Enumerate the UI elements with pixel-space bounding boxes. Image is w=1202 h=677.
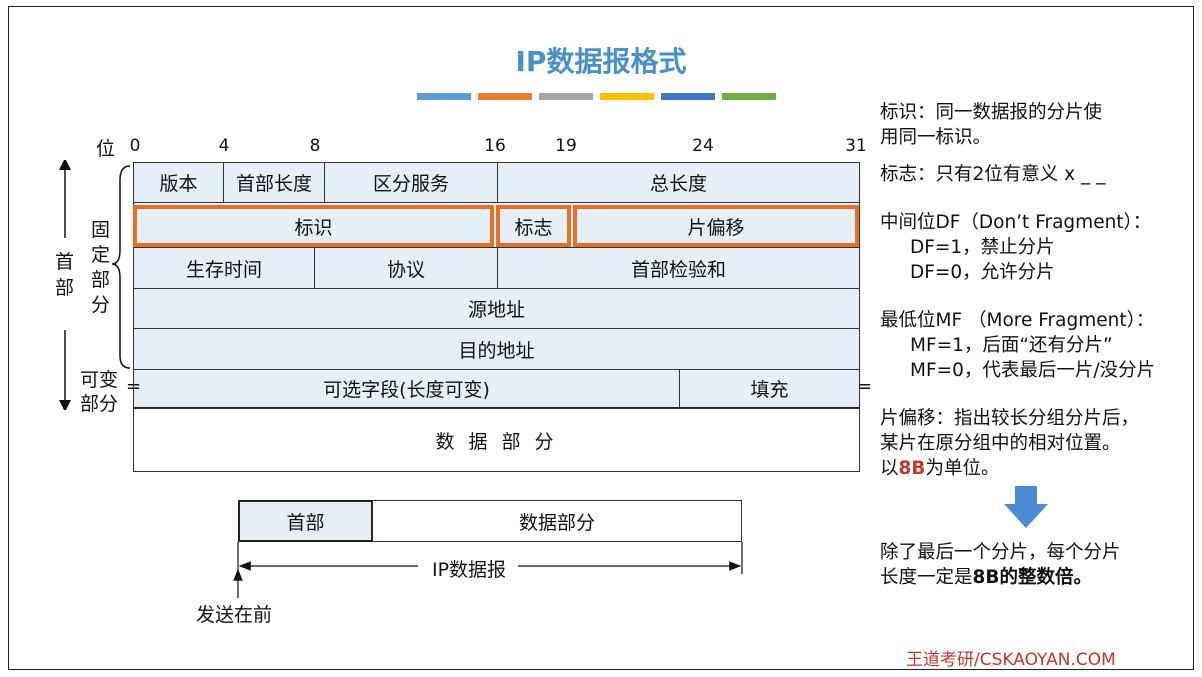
stripe-2 (478, 93, 532, 100)
datagram-label: IP数据报 (430, 555, 509, 582)
fixed-label-4: 分 (91, 294, 111, 316)
stripe-4 (600, 93, 654, 100)
bit-number-8: 8 (309, 136, 321, 156)
note-offset-line3: 以8B为单位。 (880, 456, 1000, 481)
down-arrow-icon (1004, 486, 1048, 528)
stripe-5 (661, 93, 715, 100)
fixed-label-1: 固 (91, 219, 111, 241)
note-offset-prefix: 以 (880, 458, 899, 479)
stripe-3 (539, 93, 593, 100)
note-mf1: MF=1，后面“还有分片” (910, 335, 1113, 356)
bit-number-4: 4 (218, 136, 230, 156)
bit-number-16: 16 (484, 136, 506, 156)
bottom-data-box: 数据部分 (372, 500, 742, 542)
bit-number-24: 24 (692, 136, 714, 156)
bit-number-19: 19 (555, 136, 577, 156)
color-stripes (417, 93, 776, 100)
watermark: 王道考研/CSKAOYAN.COM (906, 650, 1116, 670)
note-conclusion-bold: 8B的整数倍。 (972, 567, 1092, 588)
send-first-label: 发送在前 (196, 604, 273, 626)
cell-identification: 标识 (133, 205, 494, 247)
note-mf0: MF=0，代表最后一片/没分片 (910, 360, 1156, 381)
bit-label: 位 (96, 138, 116, 160)
cell-data-part: 数 据 部 分 (133, 408, 860, 472)
cell-options: 可选字段(长度可变) (133, 369, 680, 409)
stripe-1 (417, 93, 471, 100)
note-conclusion-prefix: 长度一定是 (880, 567, 973, 588)
cell-ttl: 生存时间 (133, 247, 315, 289)
cell-header-length: 首部长度 (223, 162, 325, 203)
note-id-line1: 标识：同一数据报的分片使 (880, 102, 1103, 123)
note-df-title: 中间位DF（Don’t Fragment）： (880, 212, 1152, 233)
note-conclusion-line2: 长度一定是8B的整数倍。 (880, 565, 1092, 590)
note-df1: DF=1，禁止分片 (910, 237, 1055, 258)
header-label-1: 首 (55, 251, 75, 273)
note-mf-title: 最低位MF （More Fragment）： (880, 310, 1155, 331)
bottom-arrows-svg (233, 542, 743, 598)
slide-title: IP数据报格式 (515, 45, 687, 78)
cell-destination-address: 目的地址 (133, 328, 860, 370)
cell-version: 版本 (133, 162, 224, 203)
cell-diff-services: 区分服务 (324, 162, 498, 203)
variable-label-1: 可变 (80, 369, 119, 391)
cell-flags: 标志 (496, 205, 571, 247)
stripe-6 (722, 93, 776, 100)
cell-source-address: 源地址 (133, 288, 860, 329)
fixed-part-brace (111, 165, 131, 369)
note-flag: 标志：只有2位有意义 x _ _ (880, 164, 1106, 185)
fixed-label-2: 定 (91, 244, 111, 266)
variable-label-2: 部分 (80, 393, 119, 415)
left-break-mark: = (126, 376, 142, 397)
note-df0: DF=0，允许分片 (910, 262, 1055, 283)
cell-fragment-offset: 片偏移 (573, 205, 859, 247)
note-offset-unit: 8B (898, 458, 926, 479)
slide-frame (8, 6, 1194, 670)
cell-total-length: 总长度 (497, 162, 860, 203)
note-offset-line2: 某片在原分组中的相对位置。 (880, 433, 1121, 454)
note-offset-line1: 片偏移：指出较长分组分片后， (880, 408, 1140, 429)
note-offset-suffix: 为单位。 (925, 458, 1000, 479)
cell-padding: 填充 (679, 369, 860, 409)
bit-number-0: 0 (129, 136, 141, 156)
cell-protocol: 协议 (314, 247, 498, 289)
bottom-header-box: 首部 (238, 500, 373, 542)
right-break-mark: = (857, 376, 873, 397)
note-id-line2: 用同一标识。 (880, 127, 992, 148)
left-annotations-svg (59, 160, 131, 410)
note-conclusion-line1: 除了最后一个分片，每个分片 (880, 542, 1121, 563)
header-label-2: 部 (55, 277, 75, 299)
fixed-label-3: 部 (91, 269, 111, 291)
bit-number-31: 31 (845, 136, 867, 156)
cell-header-checksum: 首部检验和 (497, 247, 860, 289)
